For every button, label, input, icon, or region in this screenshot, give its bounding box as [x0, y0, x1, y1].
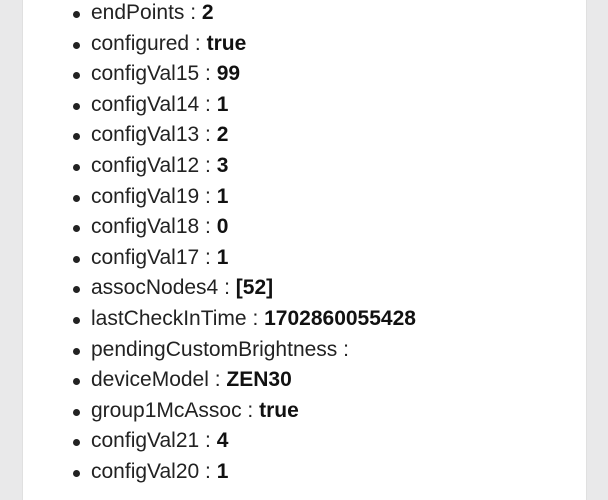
- bullet-icon: [73, 194, 80, 202]
- list-item: configVal14 : 1: [73, 90, 416, 121]
- bullet-icon: [73, 102, 80, 110]
- bullet-icon: [73, 163, 80, 171]
- property-separator: :: [199, 459, 217, 483]
- list-item: configVal12 : 3: [73, 151, 416, 182]
- property-key: configVal19: [91, 184, 200, 208]
- device-properties-list: endPoints : 2 configured : true configVa…: [73, 0, 416, 488]
- property-value: 1: [216, 245, 229, 269]
- property-key: pendingCustomBrightness: [91, 337, 338, 361]
- property-key: assocNodes4: [91, 276, 219, 300]
- property-separator: :: [199, 215, 217, 239]
- property-value: 2: [201, 1, 214, 24]
- property-value: ZEN30: [226, 368, 292, 392]
- list-item: group1McAssoc : true: [73, 396, 416, 427]
- device-data-panel: endPoints : 2 configured : true configVa…: [22, 0, 587, 500]
- property-key: group1McAssoc: [91, 398, 242, 422]
- property-value: true: [206, 31, 247, 55]
- property-separator: :: [189, 31, 207, 55]
- property-value: 0: [216, 215, 229, 239]
- bullet-icon: [73, 225, 80, 233]
- property-separator: :: [208, 368, 227, 392]
- list-item: lastCheckInTime : 1702860055428: [73, 304, 416, 335]
- list-item: deviceModel : ZEN30: [73, 365, 416, 396]
- list-item: configVal20 : 1: [73, 457, 416, 488]
- property-value: 1702860055428: [264, 306, 416, 330]
- bullet-icon: [73, 439, 80, 447]
- property-separator: :: [337, 337, 349, 361]
- property-value: 4: [216, 429, 229, 453]
- property-separator: :: [218, 276, 236, 300]
- property-separator: :: [199, 92, 217, 116]
- property-key: configVal15: [91, 62, 200, 86]
- property-value: 1: [216, 92, 229, 116]
- bullet-icon: [73, 408, 80, 416]
- list-item: configVal21 : 4: [73, 426, 416, 457]
- property-value: 3: [216, 153, 229, 177]
- property-key: lastCheckInTime: [91, 306, 247, 330]
- list-item: configVal18 : 0: [73, 212, 416, 243]
- property-key: configVal18: [91, 215, 200, 239]
- bullet-icon: [73, 41, 80, 49]
- property-value: 99: [216, 62, 241, 86]
- property-separator: :: [199, 429, 217, 453]
- property-value: 1: [216, 184, 229, 208]
- list-item: configVal13 : 2: [73, 120, 416, 151]
- property-key: endPoints: [91, 1, 185, 24]
- list-item: configVal19 : 1: [73, 182, 416, 213]
- bullet-icon: [73, 255, 80, 263]
- list-item: pendingCustomBrightness :: [73, 335, 416, 366]
- property-value: [52]: [235, 276, 274, 300]
- list-item: configVal15 : 99: [73, 59, 416, 90]
- bullet-icon: [73, 469, 80, 477]
- property-separator: :: [199, 123, 217, 147]
- bullet-icon: [73, 378, 80, 386]
- property-value: true: [259, 398, 299, 422]
- bullet-icon: [73, 133, 80, 141]
- property-key: configVal21: [91, 429, 200, 453]
- bullet-icon: [73, 11, 80, 18]
- property-key: configured: [91, 31, 190, 55]
- property-key: configVal17: [91, 245, 200, 269]
- property-separator: :: [199, 184, 217, 208]
- property-separator: :: [199, 62, 217, 86]
- list-item: assocNodes4 : [52]: [73, 273, 416, 304]
- property-separator: :: [184, 1, 202, 24]
- bullet-icon: [73, 286, 80, 294]
- property-separator: :: [241, 398, 260, 422]
- property-separator: :: [199, 153, 217, 177]
- property-value: 1: [216, 459, 229, 483]
- list-item: configured : true: [73, 29, 416, 60]
- property-separator: :: [199, 245, 217, 269]
- property-key: configVal13: [91, 123, 200, 147]
- list-item: configVal17 : 1: [73, 243, 416, 274]
- property-value: 2: [216, 123, 229, 147]
- property-key: deviceModel: [91, 368, 209, 392]
- property-key: configVal14: [91, 92, 200, 116]
- property-key: configVal20: [91, 459, 200, 483]
- bullet-icon: [73, 72, 80, 80]
- bullet-icon: [73, 347, 80, 355]
- list-item: endPoints : 2: [73, 0, 416, 29]
- bullet-icon: [73, 316, 80, 324]
- property-key: configVal12: [91, 153, 200, 177]
- property-separator: :: [246, 306, 265, 330]
